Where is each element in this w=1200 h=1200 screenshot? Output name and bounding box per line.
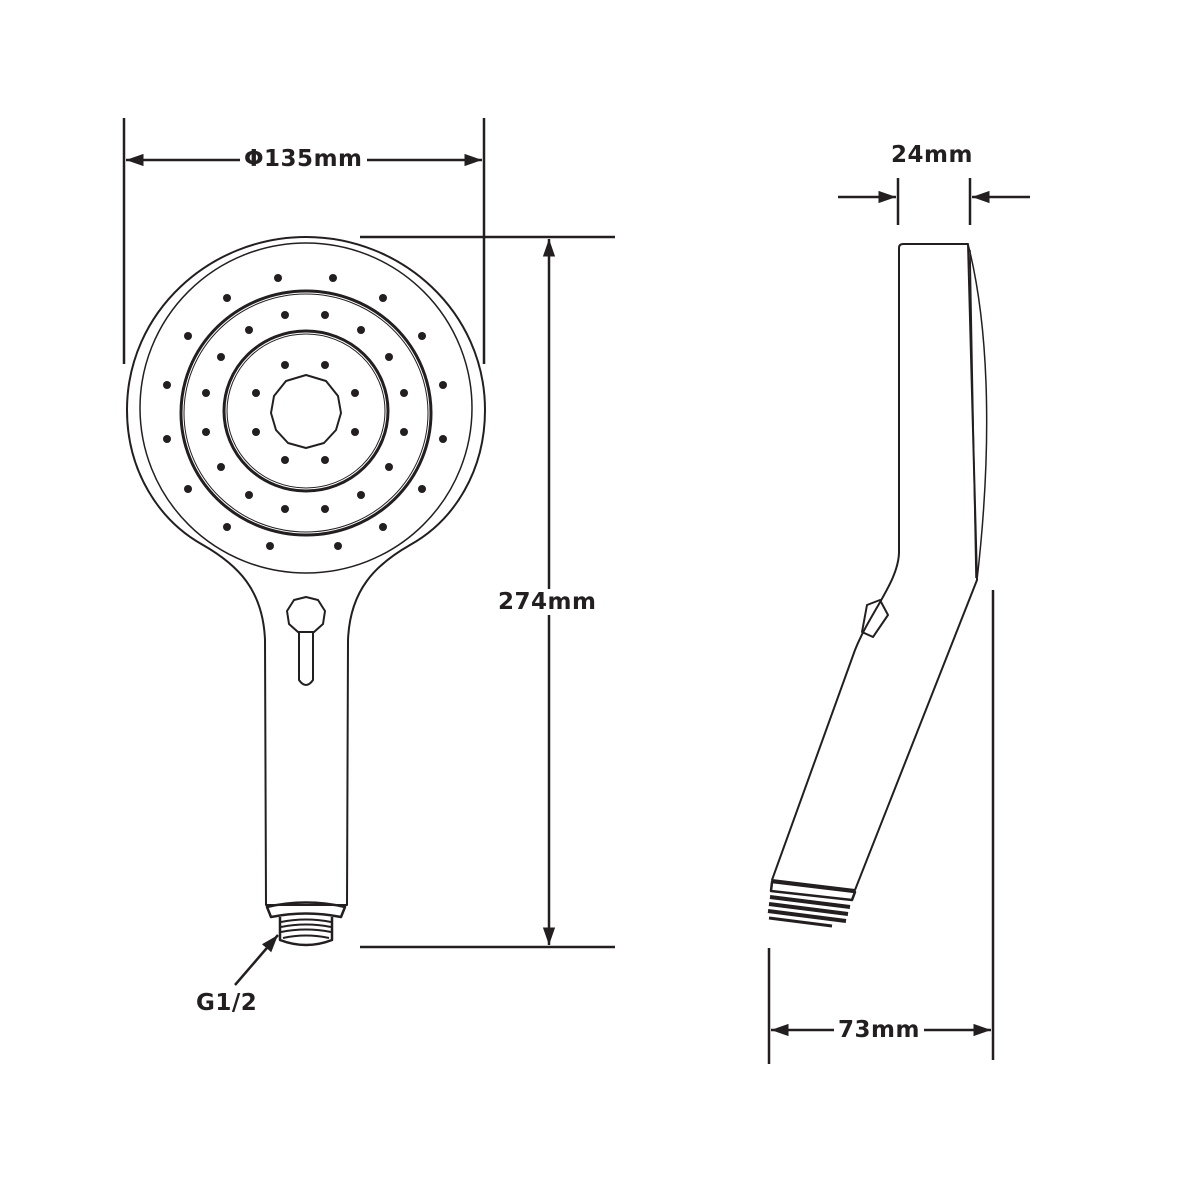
inner-spray-ring-inner <box>226 333 386 489</box>
middle-spray-ring <box>179 289 433 537</box>
side-body-outline <box>771 243 978 891</box>
middle-spray-ring-inner <box>183 293 429 533</box>
center-nozzle-disc <box>270 374 342 449</box>
inner-spray-ring <box>222 329 390 493</box>
side-selector-button <box>861 599 889 638</box>
thickness-label: 24mm <box>887 142 977 168</box>
diameter-label: Φ135mm <box>240 146 367 172</box>
side-view <box>767 243 988 928</box>
length-label: 274mm <box>494 589 601 615</box>
depth-label: 73mm <box>834 1017 924 1043</box>
side-face-edge <box>969 249 977 579</box>
thread-label: G1/2 <box>192 990 262 1016</box>
nozzle-dots <box>163 274 447 550</box>
head-outer-outline <box>126 236 486 906</box>
thread-leader-arrow <box>234 934 279 986</box>
side-thread-connector <box>767 880 857 928</box>
face-rim-ring <box>139 242 473 574</box>
side-face-curve <box>967 243 988 581</box>
selector-slot <box>298 632 314 686</box>
front-view <box>126 236 486 947</box>
spray-selector-button <box>286 596 326 633</box>
thread-connector <box>265 901 347 947</box>
